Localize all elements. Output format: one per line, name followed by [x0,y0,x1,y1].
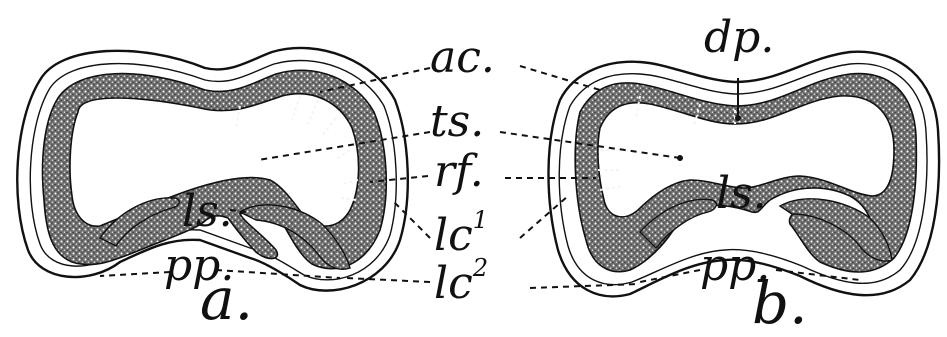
label-ts: ts. [430,100,484,144]
dp-marker [735,115,741,121]
label-lc1-sup: 1 [473,206,488,234]
label-lc2: lc2 [434,256,488,306]
leader-pp-a [100,272,170,276]
label-lc1: lc1 [434,208,488,258]
label-rf: rf. [434,150,484,194]
label-ac: ac. [430,36,495,80]
label-dp: dp. [704,16,774,60]
label-ls-a: ls. [182,190,233,234]
panel-label-a: a. [200,270,253,328]
ts-marker-b [677,155,683,161]
panel-label-b: b. [752,274,808,332]
label-ls-b: ls. [716,172,767,216]
label-lc1-base: lc [434,210,473,261]
label-lc2-base: lc [434,258,473,309]
label-lc2-sup: 2 [473,254,488,282]
